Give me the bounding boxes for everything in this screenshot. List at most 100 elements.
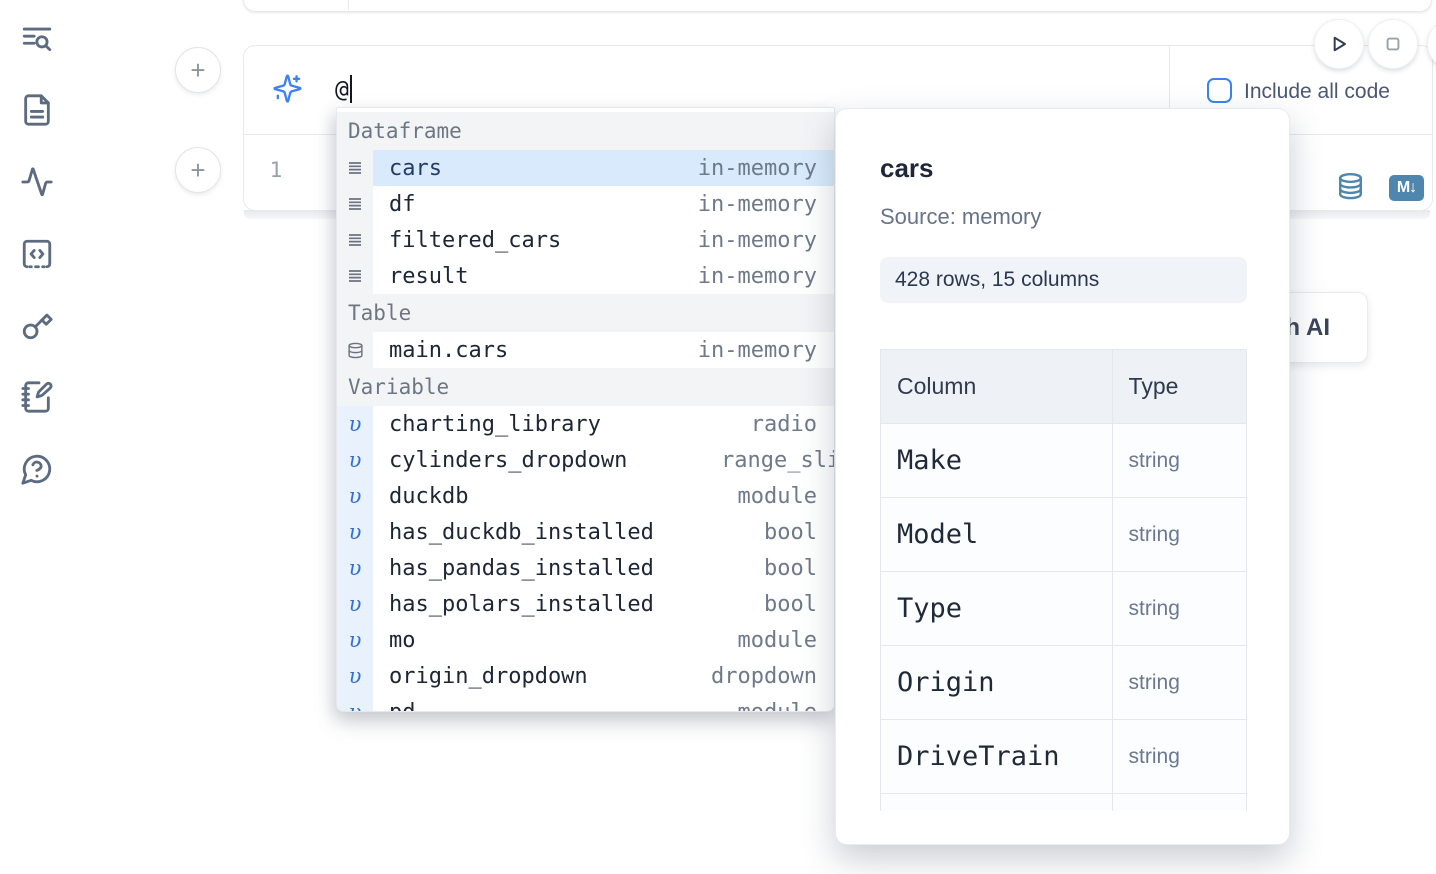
item-icon-gutter: υ (337, 442, 373, 478)
autocomplete-item-pd[interactable]: υ pd module (337, 694, 834, 712)
database-icon (347, 342, 363, 358)
dataframe-icon (349, 198, 361, 210)
item-icon-gutter (337, 222, 373, 258)
item-detail: bool (764, 591, 817, 617)
item-icon-gutter: υ (337, 658, 373, 694)
autocomplete-section-header: Table (337, 294, 834, 332)
variable-icon: υ (348, 627, 362, 652)
item-name: origin_dropdown (389, 663, 588, 689)
include-all-code-checkbox[interactable] (1207, 78, 1232, 103)
key-icon[interactable] (20, 308, 54, 342)
markdown-convert-icon[interactable]: M↓ (1389, 175, 1424, 201)
item-detail: in-memory (697, 263, 817, 289)
run-cell-button[interactable] (1314, 19, 1364, 69)
column-type-cell: string (1111, 645, 1248, 720)
column-name-cell: Make (880, 423, 1113, 498)
autocomplete-section-header: Variable (337, 368, 834, 406)
autocomplete-item-mo[interactable]: υ mo module (337, 622, 834, 658)
notebook-pen-icon[interactable] (20, 380, 54, 414)
item-name: cylinders_dropdown (389, 447, 628, 473)
column-type-cell: string (1111, 423, 1248, 498)
item-detail: module (737, 483, 817, 509)
panel-source: Source: memory (880, 204, 1042, 229)
code-square-icon[interactable] (20, 237, 54, 271)
text-search-icon[interactable] (20, 22, 54, 56)
previous-cell-edge (243, 0, 1432, 12)
play-icon (1333, 36, 1346, 52)
panel-title: cars (880, 153, 934, 183)
ai-button-label: AI (1306, 313, 1330, 341)
dataframe-icon (349, 234, 361, 246)
schema-header-type: Type (1111, 349, 1248, 424)
item-icon-gutter (337, 150, 373, 186)
item-detail: bool (764, 519, 817, 545)
variable-icon: υ (348, 447, 362, 472)
column-name-cell: Model (880, 497, 1113, 572)
item-icon-gutter: υ (337, 586, 373, 622)
item-name: cars (389, 155, 442, 181)
item-detail: module (737, 699, 817, 712)
item-name: main.cars (389, 337, 509, 363)
shape-badge: 428 rows, 15 columns (880, 257, 1247, 303)
column-name-cell: DriveTrain (880, 719, 1113, 794)
line-number: 1 (269, 158, 283, 182)
gutter-divider (348, 0, 349, 10)
variable-icon: υ (348, 411, 362, 436)
item-icon-gutter: υ (337, 694, 373, 712)
item-icon-gutter: υ (337, 622, 373, 658)
schema-header-column: Column (880, 349, 1113, 424)
autocomplete-item-duckdb[interactable]: υ duckdb module (337, 478, 834, 514)
autocomplete-item-cars[interactable]: cars in-memory (337, 150, 834, 186)
item-name: mo (389, 627, 416, 653)
item-detail: range_slider (721, 447, 834, 473)
schema-row-clipped (880, 793, 1248, 811)
stop-button[interactable] (1368, 19, 1418, 69)
item-name: has_duckdb_installed (389, 519, 654, 545)
variable-icon: υ (348, 591, 362, 616)
item-detail: in-memory (697, 155, 817, 181)
column-type-cell: string (1111, 497, 1248, 572)
variable-icon: υ (348, 699, 362, 712)
help-chat-icon[interactable] (20, 452, 54, 486)
activity-icon[interactable] (20, 165, 54, 199)
dataframe-detail-panel: cars Source: memory 428 rows, 15 columns… (835, 108, 1290, 845)
variable-icon: υ (348, 483, 362, 508)
item-detail: radio (750, 411, 817, 437)
item-detail: module (737, 627, 817, 653)
item-detail: bool (764, 555, 817, 581)
item-icon-gutter (337, 332, 373, 368)
stop-icon (1386, 37, 1400, 51)
include-all-code-label[interactable]: Include all code (1244, 80, 1390, 103)
column-name-cell: Origin (880, 645, 1113, 720)
item-icon-gutter: υ (337, 478, 373, 514)
item-name: pd (389, 699, 416, 712)
item-icon-gutter (337, 258, 373, 294)
column-type-cell (1111, 793, 1248, 811)
autocomplete-item-cylinders_dropdown[interactable]: υ cylinders_dropdown range_slider (337, 442, 834, 478)
add-cell-below-button[interactable]: + (175, 147, 221, 193)
file-text-icon[interactable] (20, 93, 54, 127)
ai-prompt-input[interactable]: @ (335, 75, 352, 103)
item-detail: in-memory (697, 191, 817, 217)
datasource-icon[interactable] (1336, 171, 1365, 202)
add-cell-above-button[interactable]: + (175, 47, 221, 93)
item-name: duckdb (389, 483, 469, 509)
item-name: filtered_cars (389, 227, 562, 253)
